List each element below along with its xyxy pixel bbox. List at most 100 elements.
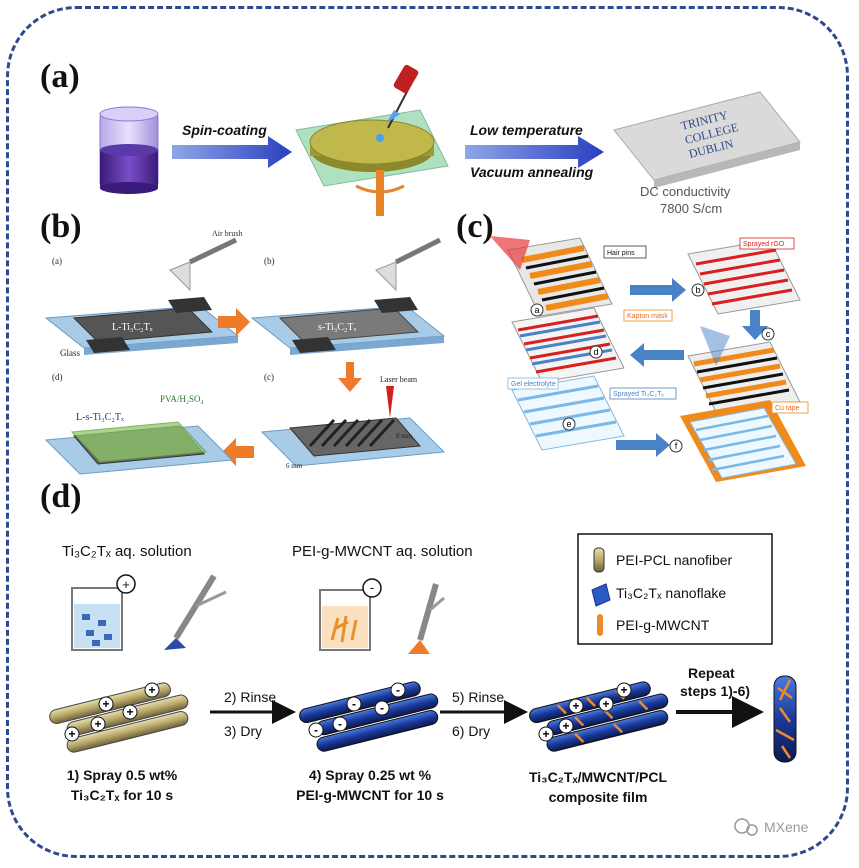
label-l-s-ti3c2tx: L-s-Ti₃C₂Tₓ: [76, 412, 124, 423]
step-d-combined: [511, 307, 625, 383]
svg-text:+: +: [68, 727, 75, 741]
label-laser-beam: Laser beam: [380, 375, 418, 384]
legend-mwcnt-swatch: [597, 614, 603, 636]
airbrush-icon-1: [169, 237, 238, 292]
svg-text:+: +: [148, 683, 155, 697]
arrow-c-ab: [630, 278, 686, 302]
airbrush-icon-2: [375, 237, 442, 292]
label-pva-h2so4: PVA/H₂SO₄: [160, 394, 204, 404]
label-vacuum-annealing: Vacuum annealing: [470, 164, 594, 180]
label-sprayed-ti3c2tx: Sprayed Ti₃C₂Tₓ: [613, 391, 664, 398]
legend-pei-pcl: PEI-PCL nanofiber: [616, 552, 733, 568]
svg-text:c: c: [766, 329, 771, 339]
svg-text:-: -: [314, 723, 318, 737]
sub-label-d: (d): [52, 372, 63, 382]
svg-text:d: d: [593, 347, 598, 357]
label-pei-mwcnt-solution: PEI-g-MWCNT aq. solution: [292, 543, 473, 560]
svg-text:-: -: [396, 683, 400, 697]
svg-text:+: +: [572, 699, 579, 713]
arrow-c-bc: [742, 310, 768, 340]
label-l-ti3c2tx: L-Ti₃C₂Tₓ: [112, 322, 153, 333]
airbrush-icon-d1: [164, 574, 227, 650]
svg-text:+: +: [602, 697, 609, 711]
label-dc-conductivity: DC conductivity: [640, 184, 731, 199]
label-spray-2-detail: PEI-g-MWCNT for 10 s: [296, 787, 444, 803]
panel-label-b: (b): [40, 208, 82, 245]
airbrush-icon-d2: [408, 583, 445, 654]
panel-label-d: (d): [40, 478, 82, 515]
svg-text:+: +: [620, 683, 627, 697]
legend-box: PEI-PCL nanofiber Ti₃C₂Tₓ nanoflake PEI-…: [577, 533, 773, 645]
legend-fiber-swatch: [593, 547, 605, 573]
svg-text:+: +: [562, 719, 569, 733]
step-a-hairpins: [490, 236, 613, 317]
label-sprayed-rgo: Sprayed rGO: [743, 241, 785, 248]
label-air-brush: Air brush: [212, 229, 242, 238]
minus-icon: [362, 578, 382, 598]
svg-text:e: e: [566, 419, 571, 429]
svg-text:-: -: [338, 717, 342, 731]
step-circles: a b c d e f: [530, 283, 775, 453]
label-spray-1-detail: Ti₃C₂Tₓ for 10 s: [71, 787, 174, 803]
legend-pei-mwcnt: PEI-g-MWCNT: [616, 617, 710, 633]
label-kapton-mask: Kapton mask: [627, 313, 668, 320]
arrow-annealing: [465, 136, 604, 168]
label-repeat: Repeat: [688, 665, 735, 681]
svg-text:+: +: [94, 717, 101, 731]
label-rinse-1: 2) Rinse: [224, 689, 276, 705]
watermark-text: MXene: [764, 819, 809, 835]
svg-text:a: a: [534, 305, 539, 315]
legend-ti3c2tx-flake: Ti₃C₂Tₓ nanoflake: [616, 585, 726, 601]
step-b-rgo: [687, 239, 801, 315]
fibers-stage-3: + + + + +: [529, 681, 669, 752]
fibers-stage-1: + + + + +: [49, 682, 189, 753]
final-fiber: [773, 675, 797, 763]
label-dry-2: 6) Dry: [452, 723, 490, 739]
label-gel-electrolyte: Gel electrolyte: [511, 381, 556, 388]
label-low-temperature: Low temperature: [470, 122, 583, 138]
substrate-a: [44, 297, 240, 355]
label-s-ti3c2tx: s-Ti₃C₂Tₓ: [318, 322, 357, 333]
sub-label-c: (c): [264, 372, 274, 382]
substrate-b: [250, 297, 446, 355]
legend-flake-swatch: [591, 583, 611, 607]
step-e-gel: [511, 375, 625, 451]
arrow-c-cd: [630, 343, 684, 367]
arrow-orange-2: [222, 438, 254, 466]
label-dry-1: 3) Dry: [224, 723, 262, 739]
panel-label-a: (a): [40, 58, 80, 95]
sub-label-b: (b): [264, 256, 275, 266]
arrow-orange-down: [338, 362, 362, 392]
dashed-frame: [6, 6, 849, 858]
label-dim-6mm: 6 mm: [286, 462, 303, 470]
label-glass: Glass: [60, 348, 80, 358]
substrate-c: [260, 386, 446, 467]
svg-text:-: -: [380, 701, 384, 715]
sub-label-a: (a): [52, 256, 62, 266]
svg-text:+: +: [126, 705, 133, 719]
label-repeat-steps: steps 1)-6): [680, 683, 750, 699]
label-cu-tape: Cu tape: [775, 405, 800, 412]
label-spin-coating: Spin-coating: [182, 122, 267, 138]
label-dim-8mm: 8 mm: [396, 432, 413, 440]
plus-icon: [116, 574, 136, 594]
label-spray-2: 4) Spray 0.25 wt %: [309, 767, 432, 783]
fibers-stage-2: - - - - -: [299, 681, 439, 752]
label-hair-pins: Hair pins: [607, 250, 635, 257]
beaker-ti3c2tx: [71, 587, 123, 651]
watermark: MXene: [734, 818, 809, 836]
beaker-mwcnt: [319, 589, 371, 651]
label-rinse-2: 5) Rinse: [452, 689, 504, 705]
label-composite-film: composite film: [549, 789, 648, 805]
arrow-c-ef: [616, 433, 670, 457]
arrow-spin-coating: [172, 136, 292, 168]
label-composite: Ti₃C₂Tₓ/MWCNT/PCL: [529, 769, 668, 785]
plus-sign: +: [122, 577, 130, 592]
svg-text:+: +: [542, 727, 549, 741]
step-c-mask: [687, 326, 801, 417]
panel-label-c: (c): [456, 208, 494, 245]
label-conductivity-value: 7800 S/cm: [660, 201, 722, 216]
svg-text:+: +: [102, 697, 109, 711]
svg-text:-: -: [352, 697, 356, 711]
spin-coater: [295, 64, 449, 216]
